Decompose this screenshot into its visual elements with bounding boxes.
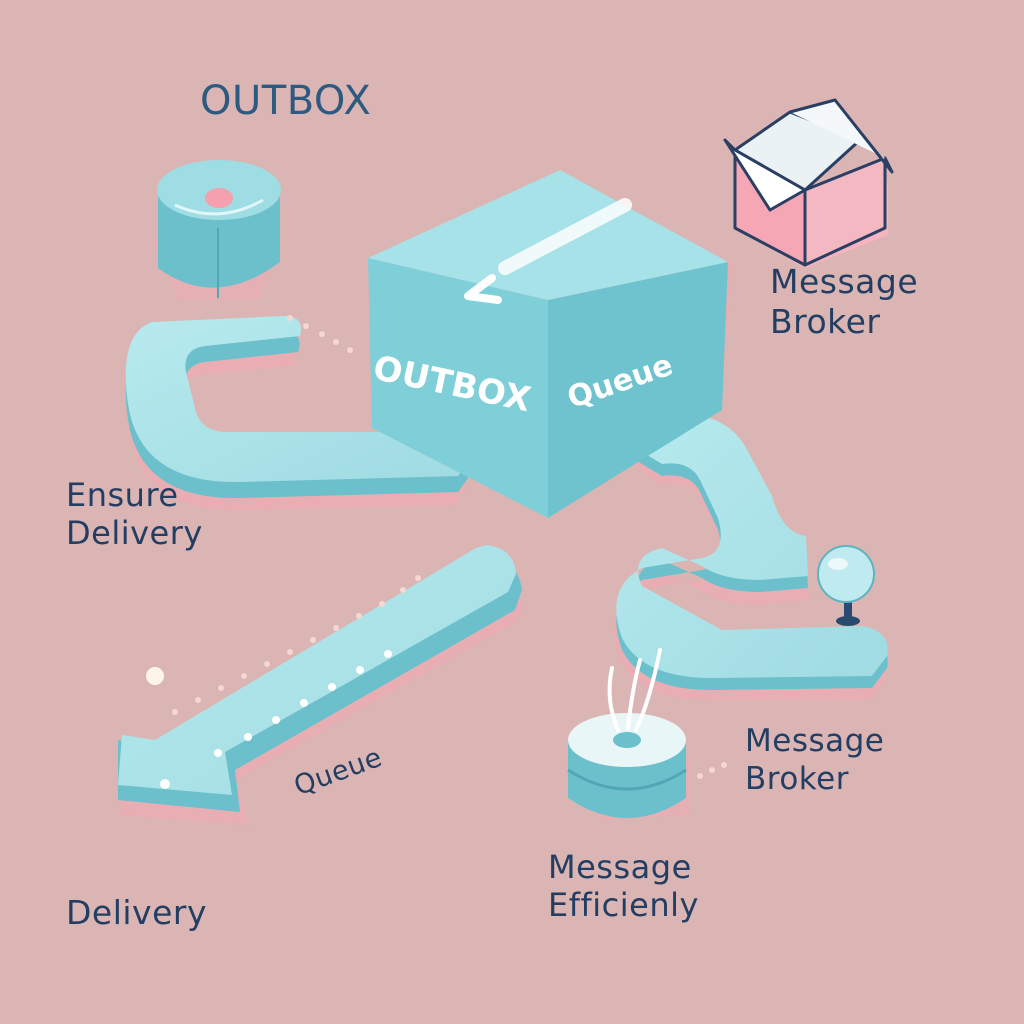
message-broker-bottom-line-2: Broker — [745, 761, 849, 797]
open-box-icon — [723, 98, 894, 268]
message-broker-top-line-2: Broker — [770, 302, 881, 341]
ensure-delivery-label: Ensure Delivery — [66, 476, 203, 552]
diagram-title: OUTBOX — [200, 78, 372, 124]
ensure-delivery-line-2: Delivery — [66, 514, 203, 552]
pin-icon — [817, 545, 875, 626]
message-efficiently-line-1: Message — [548, 848, 692, 886]
message-efficiently-line-2: Efficienly — [548, 886, 699, 924]
outbox-box-icon — [368, 170, 734, 518]
message-broker-label-top: Message Broker — [770, 262, 918, 342]
diagonal-arrow — [118, 545, 523, 825]
message-efficiently-label: Message Efficienly — [548, 848, 699, 924]
message-broker-bottom-line-1: Message — [745, 723, 885, 759]
delivery-label: Delivery — [66, 893, 207, 932]
left-u-path — [125, 316, 469, 511]
cylinder-icon-bottom — [565, 648, 690, 820]
dotted-trails — [146, 315, 727, 789]
right-s-path — [613, 416, 888, 700]
cylinder-icon-top — [152, 160, 282, 300]
message-broker-top-line-1: Message — [770, 262, 919, 301]
message-broker-label-bottom: Message Broker — [745, 722, 884, 798]
ensure-delivery-line-1: Ensure — [66, 476, 179, 514]
